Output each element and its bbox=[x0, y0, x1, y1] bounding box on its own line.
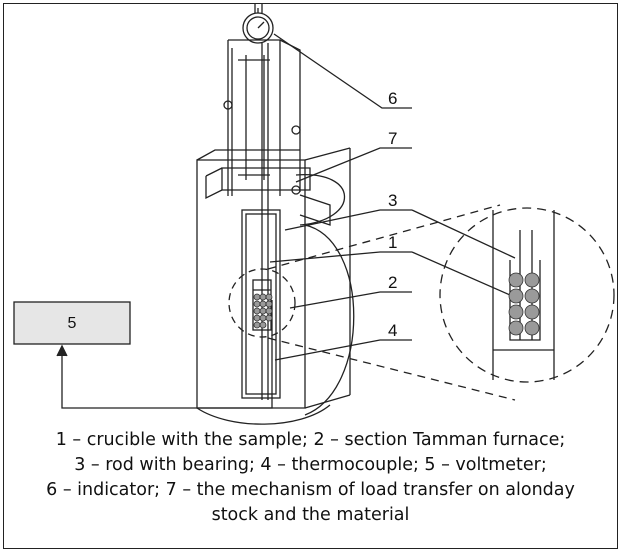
callout-4: 4 bbox=[388, 321, 397, 340]
thermocouple-lead bbox=[56, 300, 273, 409]
callout-6: 6 bbox=[388, 89, 397, 108]
indicator-dial bbox=[242, 4, 274, 44]
detail-connector-lines bbox=[267, 204, 516, 401]
sample-pellets bbox=[253, 272, 540, 336]
callout-7: 7 bbox=[388, 129, 397, 148]
callout-2: 2 bbox=[388, 273, 397, 292]
detail-marker-ellipse bbox=[228, 268, 296, 338]
figure-frame bbox=[3, 3, 618, 549]
tamman-furnace-body bbox=[196, 147, 355, 425]
callout-leaders bbox=[269, 33, 516, 361]
furnace-section bbox=[241, 209, 281, 399]
voltmeter-box bbox=[13, 301, 131, 345]
load-transfer-mechanism bbox=[205, 39, 331, 226]
rod-with-bearing bbox=[261, 43, 269, 400]
caption-line-4: stock and the material bbox=[211, 505, 410, 525]
voltmeter-box-label: 5 bbox=[68, 315, 77, 332]
caption-line-2: 3 – rod with bearing; 4 – thermocouple; … bbox=[74, 455, 547, 475]
caption-line-3: 6 – indicator; 7 – the mechanism of load… bbox=[46, 480, 575, 500]
callout-3: 3 bbox=[388, 191, 397, 210]
caption-line-1: 1 – crucible with the sample; 2 – sectio… bbox=[55, 430, 566, 450]
callout-1: 1 bbox=[388, 233, 397, 252]
